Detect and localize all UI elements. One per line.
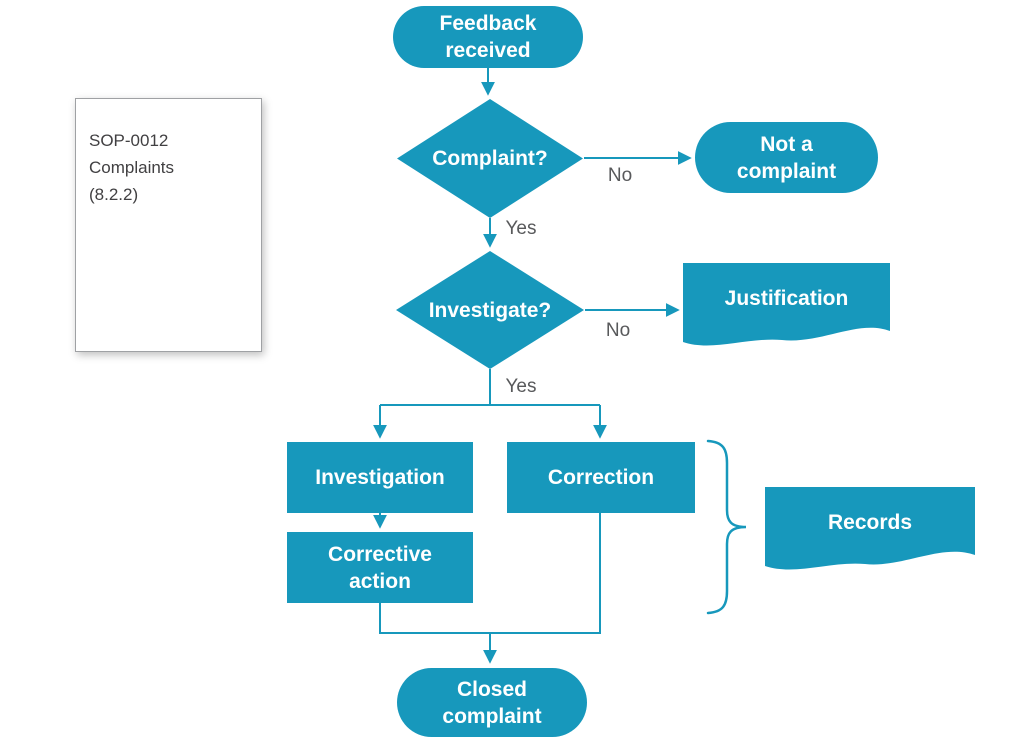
- node-closed-complaint-shape: [397, 668, 587, 737]
- node-correction-shape: [507, 442, 695, 513]
- node-records-shape: [765, 487, 975, 570]
- records-brace: [706, 439, 747, 615]
- node-feedback-shape: [393, 6, 583, 68]
- node-not-a-complaint-shape: [695, 122, 878, 193]
- edge-investigate-yes-split: [380, 369, 600, 406]
- node-complaint-shape: [397, 99, 583, 218]
- sop-note-page: SOP-0012 Complaints (8.2.2): [75, 98, 262, 352]
- node-investigate-shape: [396, 251, 584, 369]
- node-corrective-action-shape: [287, 532, 473, 603]
- node-investigation-shape: [287, 442, 473, 513]
- sop-note-text: SOP-0012 Complaints (8.2.2): [89, 131, 175, 204]
- node-justification-shape: [683, 263, 890, 346]
- edge-label-complaint-no: No: [607, 165, 633, 186]
- edge-label-investigate-yes: Yes: [505, 376, 537, 397]
- edge-label-complaint-yes: Yes: [505, 218, 537, 239]
- edge-label-investigate-no: No: [605, 320, 631, 341]
